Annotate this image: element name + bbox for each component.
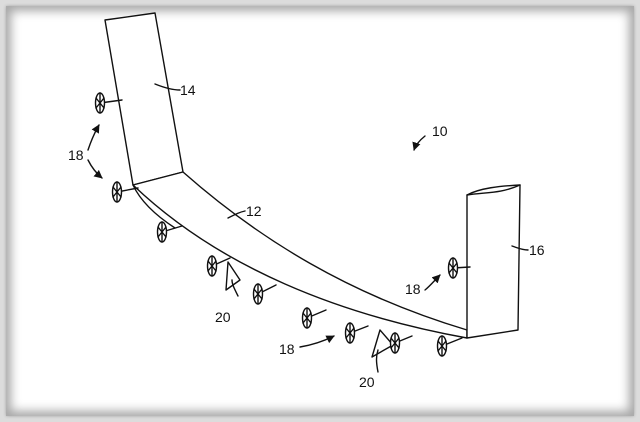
- propeller-icon: [344, 322, 356, 344]
- propeller-icon: [94, 92, 106, 114]
- label-left-tip: 14: [180, 82, 196, 98]
- propeller-icon: [389, 332, 401, 354]
- arrow-icon: [299, 335, 335, 348]
- propeller-icon: [111, 181, 123, 203]
- propeller-icon: [447, 257, 459, 279]
- label-wing: 12: [246, 203, 262, 219]
- label-propellers-right: 18: [405, 281, 421, 297]
- label-assembly: 10: [432, 123, 448, 139]
- arrow-icon: [87, 159, 103, 179]
- leader-lines: [154, 83, 529, 373]
- arrow-icon: [424, 274, 441, 291]
- label-propellers-bottom: 18: [279, 341, 295, 357]
- curved-wing: [132, 171, 468, 339]
- propeller-icon: [156, 221, 168, 243]
- propeller-group: [94, 92, 471, 357]
- propeller-icon: [252, 283, 264, 305]
- propeller-icon: [301, 307, 313, 329]
- label-pod-left: 20: [215, 309, 231, 325]
- right-wing-tip: [466, 184, 521, 339]
- arrow-icon: [412, 135, 426, 151]
- propeller-icon: [436, 335, 448, 357]
- label-pod-right: 20: [359, 374, 375, 390]
- left-wing-tip: [104, 12, 184, 186]
- label-propellers-left: 18: [68, 147, 84, 163]
- label-right-tip: 16: [529, 242, 545, 258]
- arrows: [87, 124, 441, 348]
- diagram-frame: [6, 6, 634, 416]
- propeller-icon: [206, 255, 218, 277]
- arrow-icon: [87, 124, 100, 151]
